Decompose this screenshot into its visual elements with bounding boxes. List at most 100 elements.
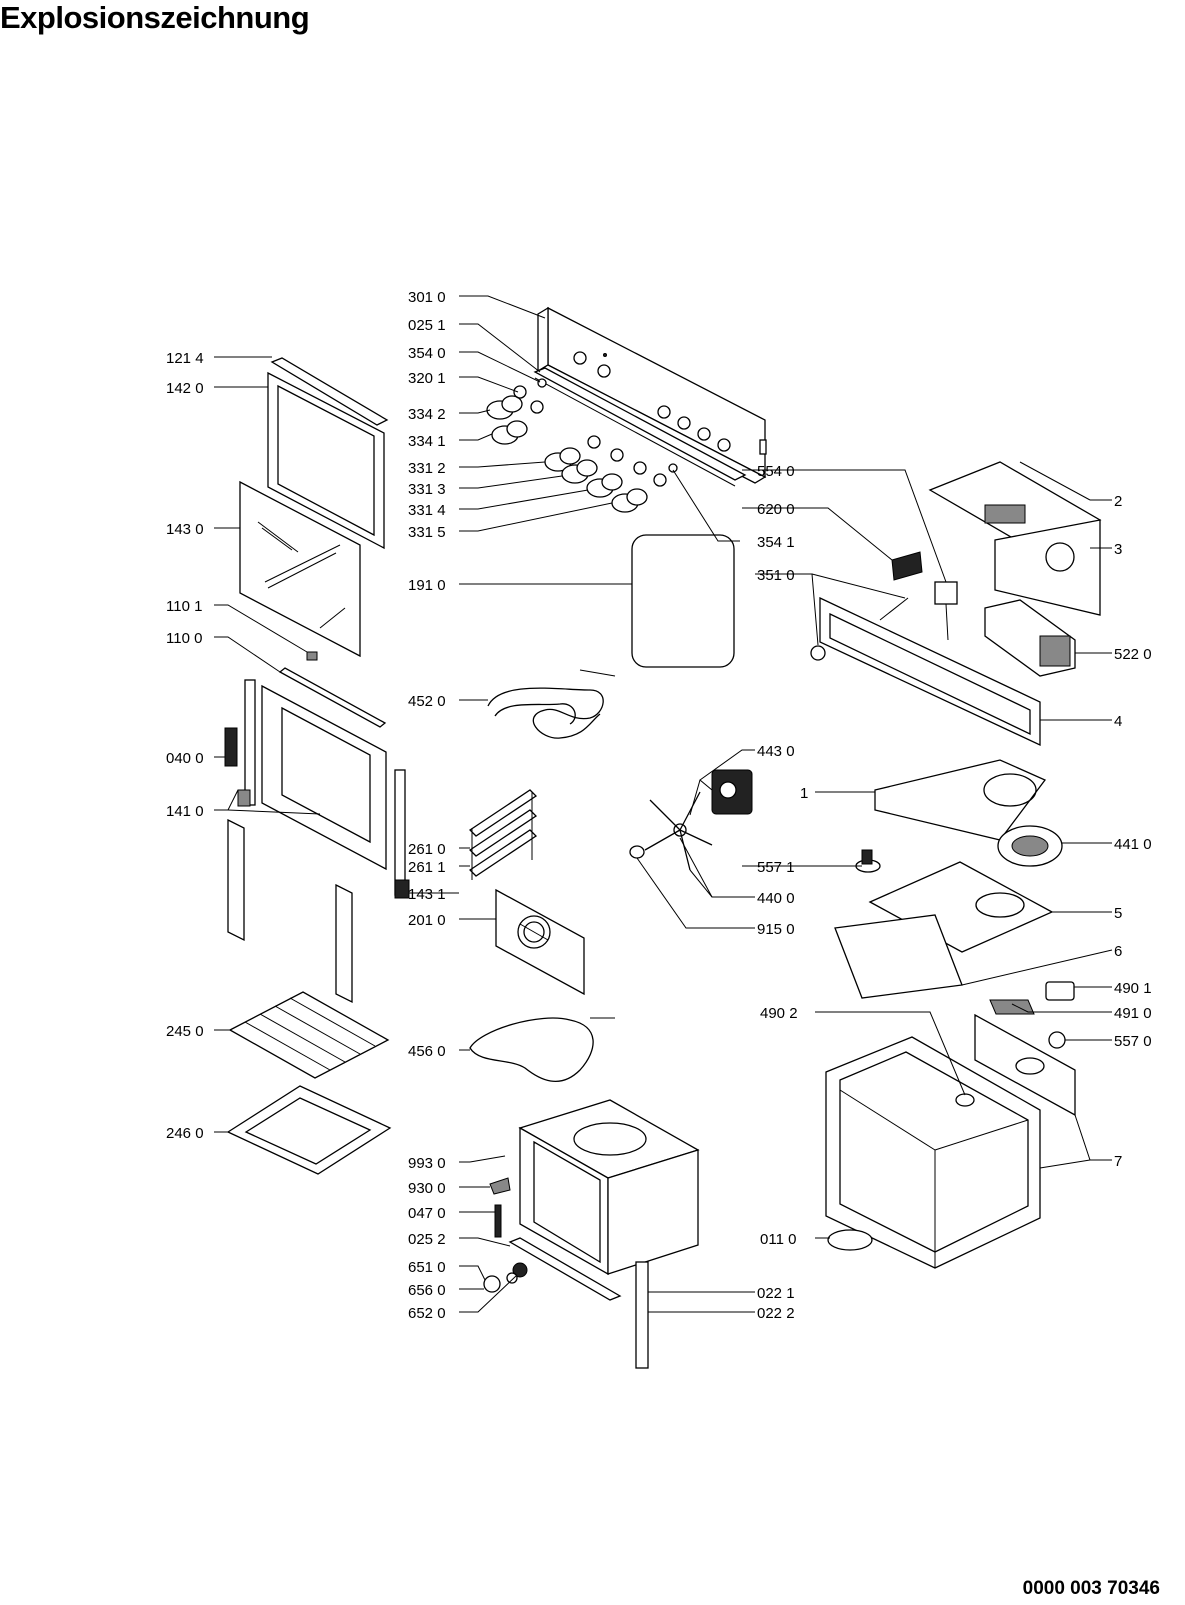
callout-label: 191 0 [408, 577, 446, 594]
callout-label: 261 1 [408, 859, 446, 876]
callout-label: 121 4 [166, 350, 204, 367]
callout-label: 443 0 [757, 743, 795, 760]
callout-label: 651 0 [408, 1259, 446, 1276]
callout-label: 3 [1114, 541, 1122, 558]
cooling-duct-part [874, 759, 1047, 841]
oven-cavity-part [518, 1099, 700, 1276]
callout-label: 143 1 [408, 886, 446, 903]
callout-label: 331 4 [408, 502, 446, 519]
callout-label: 246 0 [166, 1125, 204, 1142]
door-bar-part [278, 667, 387, 728]
callout-label: 490 1 [1114, 980, 1152, 997]
screw-part [469, 1155, 506, 1163]
callout-label: 7 [1114, 1153, 1122, 1170]
outer-housing-part [825, 1036, 1041, 1269]
door-glass-part [239, 480, 361, 658]
callout-label: 320 1 [408, 370, 446, 387]
callout-label: 915 0 [757, 921, 795, 938]
callout-label: 331 5 [408, 524, 446, 541]
oven-lamp-part [483, 1262, 528, 1293]
callout-label: 022 1 [757, 1285, 795, 1302]
fan-cover-part [495, 888, 585, 996]
callout-label: 4 [1114, 713, 1122, 730]
callout-label: 490 2 [760, 1005, 798, 1022]
cooling-fan-part [997, 825, 1063, 867]
callout-label: 456 0 [408, 1043, 446, 1060]
callout-label: 1 [800, 785, 808, 802]
callout-label: 441 0 [1114, 836, 1152, 853]
callout-label: 141 0 [166, 803, 204, 820]
latch-part [394, 879, 410, 899]
fan-motor-part [711, 769, 753, 815]
safety-thermostat-part [1048, 1031, 1066, 1049]
callout-label: 354 0 [408, 345, 446, 362]
callout-label: 040 0 [166, 750, 204, 767]
callout-label: 656 0 [408, 1282, 446, 1299]
callout-label: 334 2 [408, 406, 446, 423]
clip-part [306, 651, 318, 661]
callout-label: 6 [1114, 943, 1122, 960]
callout-label: 022 2 [757, 1305, 795, 1322]
fan-blade-part [644, 791, 713, 871]
callout-label: 930 0 [408, 1180, 446, 1197]
door-strip-left-part [227, 818, 245, 942]
callout-label: 351 0 [757, 567, 795, 584]
callout-label: 993 0 [408, 1155, 446, 1172]
callout-label: 652 0 [408, 1305, 446, 1322]
callout-label: 110 1 [166, 598, 202, 615]
rail-clip-part [494, 1204, 502, 1238]
door-frame-part [267, 357, 389, 550]
callout-label: 142 0 [166, 380, 204, 397]
outer-door-part [244, 679, 406, 896]
foot-part [827, 1229, 873, 1251]
control-knobs-part [486, 378, 678, 513]
callout-label: 301 0 [408, 289, 446, 306]
callout-label: 331 2 [408, 460, 446, 477]
callout-label: 557 1 [757, 859, 795, 876]
callout-label: 334 1 [408, 433, 446, 450]
callout-label: 452 0 [408, 693, 446, 710]
hinge-part [224, 727, 251, 807]
callout-label: 025 2 [408, 1231, 446, 1248]
callout-label: 491 0 [1114, 1005, 1152, 1022]
callout-label: 143 0 [166, 521, 204, 538]
oven-gasket-part [631, 534, 735, 668]
wire-shelf-part [228, 991, 390, 1079]
callout-label: 047 0 [408, 1205, 446, 1222]
callout-label: 354 1 [757, 534, 795, 551]
callout-label: 331 3 [408, 481, 446, 498]
cavity-rail-part [508, 1237, 622, 1301]
shelf-rails-part [468, 789, 538, 880]
thermostat-part [934, 581, 958, 641]
callout-label: 557 0 [1114, 1033, 1152, 1050]
grill-element-part [487, 669, 616, 739]
callout-label: 245 0 [166, 1023, 204, 1040]
callout-label: 554 0 [757, 463, 795, 480]
panel-rail-part [533, 367, 747, 487]
callout-label: 025 1 [408, 317, 446, 334]
top-cover-part [928, 461, 1102, 616]
callout-label: 110 0 [166, 630, 202, 647]
callout-labels: 301 0 025 1 354 0 320 1 334 2 334 1 331 … [166, 289, 1152, 1322]
callout-label: 011 0 [760, 1231, 796, 1248]
callout-label: 522 0 [1114, 646, 1152, 663]
callout-label: 261 0 [408, 841, 446, 858]
callout-label: 620 0 [757, 501, 795, 518]
document-number: 0000 003 70346 [1022, 1578, 1160, 1599]
switch-part [891, 551, 923, 581]
nut-part [629, 845, 645, 859]
fuse-holder-part [1045, 981, 1075, 1001]
door-strip-right-part [335, 883, 353, 1004]
thermal-switch-part [855, 849, 881, 873]
bottom-heating-element-part [469, 1017, 594, 1082]
control-module-part [984, 599, 1076, 677]
callout-label: 201 0 [408, 912, 446, 929]
fixing-part [489, 1177, 511, 1195]
front-frame-part [810, 596, 1041, 747]
callout-label: 2 [1114, 493, 1122, 510]
page-title: Explosionszeichnung [0, 0, 310, 35]
leader-lines [214, 295, 1113, 1313]
side-rail-part [635, 1261, 649, 1369]
callout-label: 440 0 [757, 890, 795, 907]
